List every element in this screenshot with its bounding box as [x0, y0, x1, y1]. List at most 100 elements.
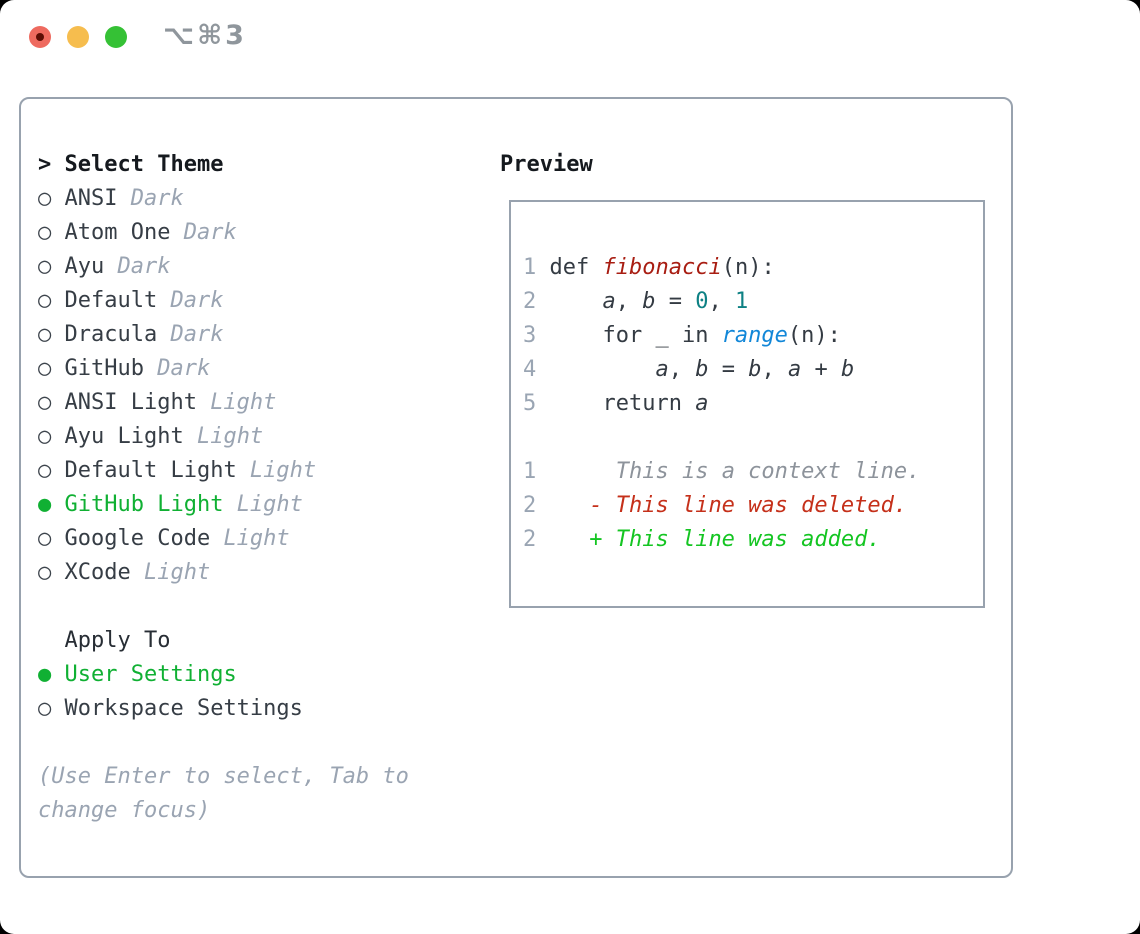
code-token-num: 2 [523, 527, 537, 552]
theme-variant-label: Dark [183, 220, 237, 245]
theme-item-label: Dracula [64, 322, 158, 347]
code-line: 5 return a [523, 387, 920, 421]
radio-icon: ○ [38, 254, 65, 279]
apply-option-label: Workspace Settings [64, 696, 303, 721]
code-line: 4 a, b = b, a + b [523, 353, 920, 387]
code-line: 1 def fibonacci(n): [523, 251, 920, 285]
theme-item-label: Google Code [64, 526, 211, 551]
spacer [38, 726, 409, 760]
theme-variant-label: Dark [130, 186, 184, 211]
code-token-func: fibonacci [602, 255, 722, 280]
code-token-plain: , [761, 357, 788, 382]
radio-selected-icon: ● [38, 492, 65, 517]
code-token-num: 5 [523, 391, 537, 416]
code-token-plain [536, 459, 615, 484]
spacer [38, 590, 409, 624]
theme-item[interactable]: ○ Google Code Light [38, 522, 409, 556]
radio-icon: ○ [38, 186, 65, 211]
theme-list-header: > Select Theme [38, 148, 409, 182]
code-line: 1 This is a context line. [523, 455, 920, 489]
code-token-plain: (n): [721, 255, 775, 280]
code-token-numlit: 1 [734, 289, 749, 314]
cursor-prefix-icon: > [38, 152, 65, 177]
theme-item-label: XCode [64, 560, 131, 585]
zoom-button[interactable] [105, 26, 127, 48]
code-line: 2 - This line was deleted. [523, 489, 920, 523]
radio-icon: ○ [38, 390, 65, 415]
code-token-var: b [840, 357, 855, 382]
code-token-var: a [655, 357, 669, 382]
code-token-plain: for _ in [536, 323, 722, 348]
code-token-num: 1 [523, 459, 537, 484]
theme-variant-label: Light [196, 424, 264, 449]
close-button[interactable] [29, 26, 51, 48]
code-token-add: + This line was added. [589, 527, 881, 552]
code-token-plain [536, 527, 589, 552]
code-token-plain: , [615, 289, 643, 314]
apply-to-header: Apply To [64, 628, 171, 653]
code-token-plain: , [708, 289, 735, 314]
apply-option[interactable]: ○ Workspace Settings [38, 692, 409, 726]
code-token-var: a [695, 391, 709, 416]
apply-option[interactable]: ● User Settings [38, 658, 409, 692]
theme-item-label: Default Light [64, 458, 237, 483]
code-token-plain: (n): [787, 323, 841, 348]
code-token-plain [536, 357, 655, 382]
code-line: 2 + This line was added. [523, 523, 920, 557]
code-token-plain [536, 493, 589, 518]
code-token-var: b [695, 357, 709, 382]
radio-icon: ○ [38, 526, 65, 551]
code-line: 2 a, b = 0, 1 [523, 285, 920, 319]
theme-variant-label: Dark [170, 288, 224, 313]
theme-variant-label: Dark [157, 356, 211, 381]
code-token-num: 2 [523, 493, 537, 518]
code-token-plain: + [801, 357, 841, 382]
theme-variant-label: Light [249, 458, 317, 483]
theme-item-label: Atom One [64, 220, 171, 245]
radio-icon: ○ [38, 356, 65, 381]
code-token-call: range [721, 323, 788, 348]
radio-icon: ○ [38, 220, 65, 245]
code-token-plain: return [536, 391, 696, 416]
close-active-dot-icon [36, 33, 44, 41]
theme-variant-label: Light [210, 390, 277, 415]
minimize-button[interactable] [67, 26, 89, 48]
code-token-var: b [748, 357, 762, 382]
theme-variant-label: Light [223, 526, 290, 551]
code-token-plain: def [536, 255, 603, 280]
code-token-plain: , [668, 357, 696, 382]
apply-options: ● User Settings○ Workspace Settings [38, 658, 409, 726]
theme-item-label: Ayu [64, 254, 105, 279]
radio-icon: ○ [38, 322, 65, 347]
theme-item[interactable]: ○ Atom One Dark [38, 216, 409, 250]
radio-selected-icon: ● [38, 662, 65, 687]
radio-icon: ○ [38, 560, 65, 585]
apply-option-label: User Settings [64, 662, 237, 687]
radio-icon: ○ [38, 424, 65, 449]
code-token-numlit: 0 [695, 289, 709, 314]
radio-icon: ○ [38, 288, 65, 313]
theme-list-title: Select Theme [64, 152, 224, 177]
code-line: 3 for _ in range(n): [523, 319, 920, 353]
code-token-var: b [642, 289, 656, 314]
theme-variant-label: Light [236, 492, 303, 517]
code-token-num: 4 [523, 357, 537, 382]
title-bar: ⌥⌘3 [0, 0, 1140, 74]
preview-title: Preview [500, 152, 593, 177]
code-token-plain: = [708, 357, 749, 382]
